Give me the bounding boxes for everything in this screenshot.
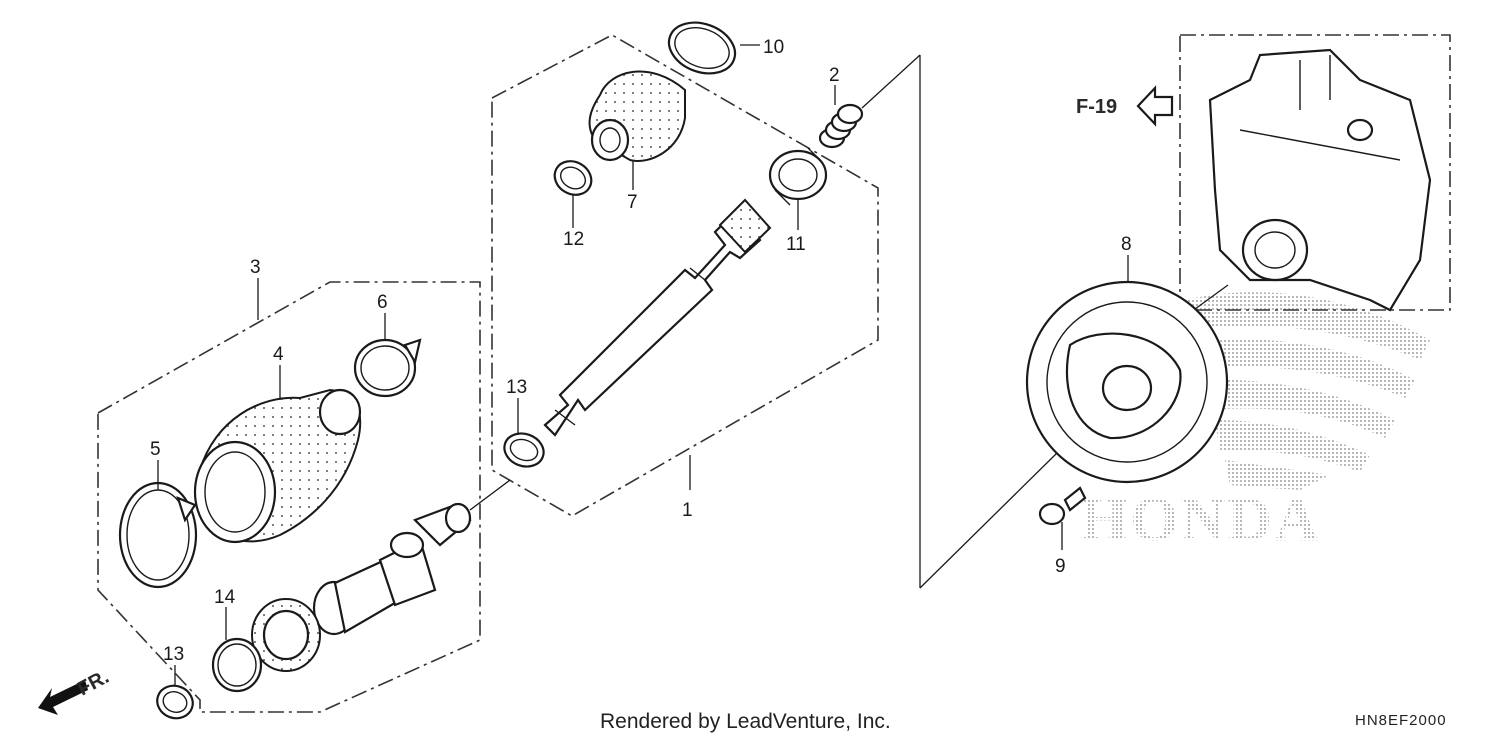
logo-text: HONDA	[1080, 486, 1321, 554]
callout-9: 9	[1055, 556, 1066, 577]
center-line	[861, 54, 921, 109]
center-line	[919, 451, 1059, 589]
part-circlip-14	[211, 637, 263, 693]
rendered-by-credit: Rendered by LeadVenture, Inc.	[600, 710, 891, 733]
part-oil-seal	[251, 598, 321, 672]
part-o-ring-10	[667, 21, 737, 75]
part-bearing-11	[768, 147, 828, 206]
part-ring-12	[553, 160, 593, 196]
reference-label: F-19	[1076, 96, 1117, 118]
callout-2: 2	[829, 65, 840, 86]
part-band-6	[353, 338, 422, 398]
diagram-code: HN8EF2000	[1355, 712, 1447, 729]
assembly-box-knuckle	[1179, 34, 1451, 311]
callout-14: 14	[214, 587, 236, 608]
callout-13-upper: 13	[506, 377, 527, 398]
callout-5: 5	[150, 439, 161, 460]
front-direction-arrow: FR.	[38, 666, 113, 715]
callout-8: 8	[1121, 234, 1132, 255]
callout-12: 12	[563, 229, 584, 250]
part-spring-2	[818, 103, 864, 149]
callout-13-lower: 13	[163, 644, 184, 665]
callout-leaders	[157, 44, 1129, 686]
assembly-box-1	[491, 34, 879, 517]
part-boot-7	[588, 70, 686, 162]
part-knuckle-housing	[1208, 48, 1432, 312]
part-band-5	[118, 481, 198, 589]
callout-4: 4	[273, 344, 284, 365]
part-ring-13-lower	[156, 684, 194, 720]
front-label: FR.	[74, 666, 113, 701]
center-line	[469, 479, 511, 511]
part-universal-joint	[312, 502, 472, 636]
callout-10: 10	[763, 37, 784, 58]
callout-11: 11	[786, 234, 806, 255]
part-shaft-1	[543, 198, 772, 437]
part-bolt-9	[1038, 486, 1087, 526]
arrow-icon	[38, 680, 88, 715]
assembly-box-3	[97, 281, 481, 713]
callout-3: 3	[250, 257, 261, 278]
callout-6: 6	[377, 292, 388, 313]
part-ring-13-upper	[503, 432, 545, 468]
part-brake-disc-8	[1025, 280, 1229, 484]
honda-logo-watermark: HONDA	[1080, 292, 1430, 554]
callout-1: 1	[682, 500, 693, 521]
part-boot-4	[193, 388, 362, 544]
callout-7: 7	[627, 192, 638, 213]
reference-arrow-f19: F-19	[1076, 85, 1174, 127]
